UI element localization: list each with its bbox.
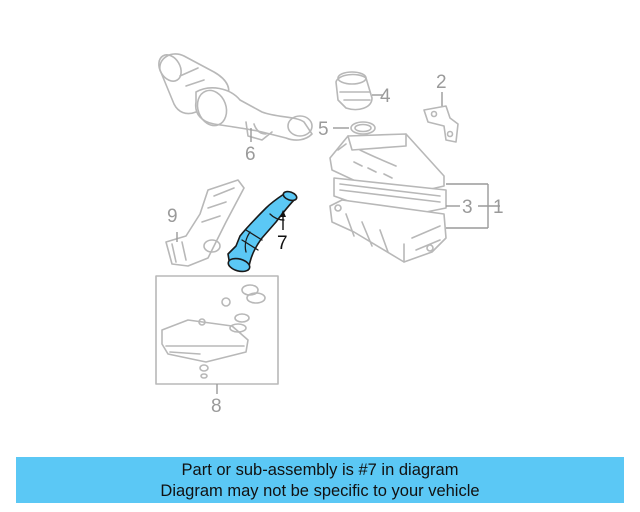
banner-line-1: Part or sub-assembly is #7 in diagram <box>181 461 459 479</box>
callout-1: 1 <box>493 197 504 218</box>
part-4-sensor <box>335 71 373 111</box>
part-6-intake-duct <box>158 53 313 141</box>
part-5-gasket <box>350 121 376 135</box>
parts-diagram: 6 4 5 2 1 3 <box>155 53 504 417</box>
callout-7: 7 <box>277 233 288 254</box>
part-9-inlet-duct <box>165 179 245 267</box>
callout-8: 8 <box>211 396 222 417</box>
callout-6: 6 <box>245 144 256 165</box>
part-7-air-hose[interactable] <box>227 190 298 274</box>
part-8-resonator <box>161 284 266 379</box>
callout-4: 4 <box>380 86 391 107</box>
part-2-bracket <box>423 105 459 143</box>
banner-line-2: Diagram may not be specific to your vehi… <box>160 482 480 500</box>
part-5-gasket-inner <box>354 123 372 133</box>
leader-7-arrow <box>280 210 286 217</box>
callout-2: 2 <box>436 72 447 93</box>
callout-9: 9 <box>167 206 178 227</box>
callout-3: 3 <box>462 197 473 218</box>
part-1-air-cleaner <box>329 133 447 263</box>
info-banner: Part or sub-assembly is #7 in diagram Di… <box>16 457 624 503</box>
callout-5: 5 <box>318 119 329 140</box>
